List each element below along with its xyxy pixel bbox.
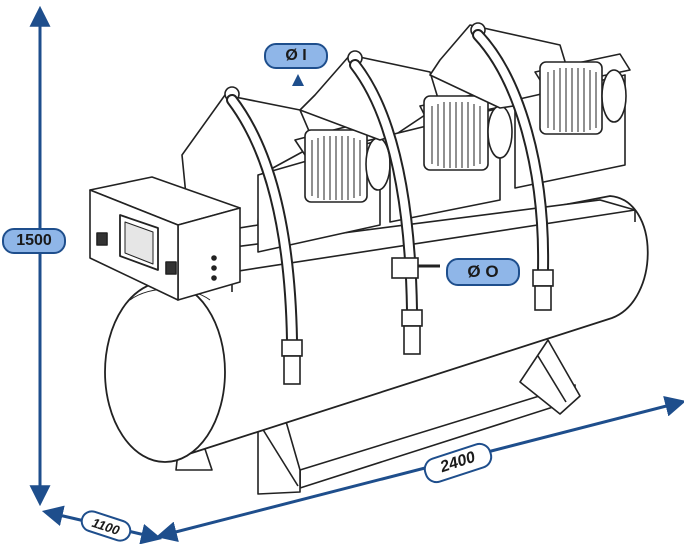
outlet-label: Ø O [446,258,520,286]
compressor-unit-2 [299,50,516,223]
base-frame [175,339,581,495]
height-label: 1500 [2,228,66,254]
control-panel [89,176,241,301]
length-dimension-line [155,396,684,542]
hose-fittings [281,257,554,385]
inlet-pointer-arrow [292,74,304,86]
inlet-label: Ø I [264,43,328,69]
